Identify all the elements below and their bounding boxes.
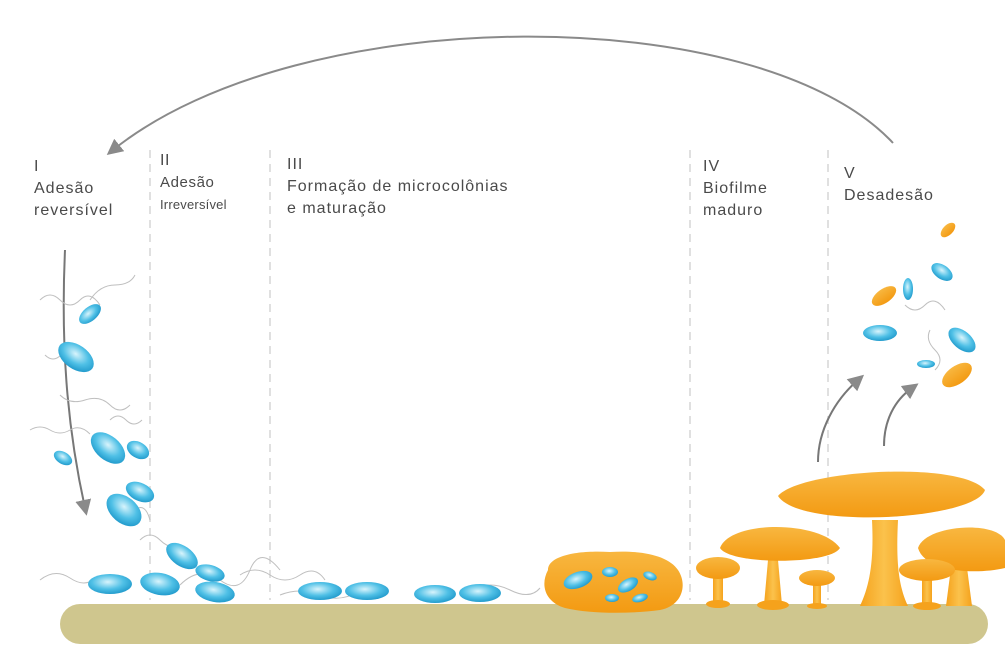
bacterium — [643, 571, 657, 581]
return-arc-arrow — [106, 35, 894, 155]
bacterium — [125, 481, 155, 503]
stage-3-title-line-2: e maturação — [287, 200, 387, 217]
dispersal-biofilm — [778, 471, 1005, 610]
bacterium — [632, 593, 648, 603]
stage-3-numeral: III — [287, 156, 304, 173]
stage-4-label: IV Biofilme maduro — [703, 156, 768, 222]
released-cells — [863, 222, 976, 388]
stage-4-title-line-1: Biofilme — [703, 180, 768, 197]
bacterium — [79, 304, 101, 324]
mature-biofilm — [696, 527, 840, 610]
attachment-arrow — [62, 249, 92, 516]
mushroom-cap — [720, 527, 840, 561]
bacterium — [88, 574, 132, 594]
mushroom-cap — [799, 570, 835, 586]
bacterium — [414, 585, 456, 603]
stage-4-title-line-2: maduro — [703, 202, 764, 219]
bacterium — [940, 222, 956, 238]
stage-2-numeral: II — [160, 152, 171, 169]
stage-1-bacteria — [53, 304, 155, 527]
bacterium — [345, 582, 389, 600]
stage-2-label: II Adesão Irreversível — [160, 150, 227, 216]
bacterium — [90, 432, 126, 464]
stage-4-numeral: IV — [703, 158, 721, 175]
bacterium — [53, 450, 73, 466]
stage-2-title-line-2: Irreversível — [160, 197, 227, 212]
mushroom-cap — [696, 557, 740, 579]
bacterium — [917, 360, 935, 368]
stage-5-numeral: V — [844, 165, 856, 182]
stage-dividers — [149, 150, 829, 600]
bacterium — [931, 263, 953, 281]
attached-bacteria — [88, 542, 501, 603]
stage-3-label: III Formação de microcolônias e maturaçã… — [287, 154, 509, 220]
microcolony — [544, 551, 683, 613]
bacterium — [195, 564, 225, 582]
flagella — [29, 274, 946, 599]
bacterium — [140, 572, 180, 596]
bacterium — [948, 327, 976, 353]
bacterium — [459, 584, 501, 602]
bacterium — [563, 570, 593, 590]
bacterium — [126, 440, 150, 460]
stage-2-title-line-1: Adesão — [160, 174, 215, 191]
bacterium — [602, 567, 618, 577]
bacterium — [298, 582, 342, 600]
microcolony-matrix — [544, 551, 683, 613]
bacterium — [871, 286, 897, 306]
bacterium — [863, 325, 897, 341]
bacterium — [942, 362, 972, 388]
bacterium — [605, 594, 619, 602]
stage-1-label: I Adesão reversível — [34, 156, 113, 222]
stage-1-numeral: I — [34, 158, 40, 175]
mushroom-cap — [899, 559, 955, 581]
bacterium — [58, 341, 94, 373]
bacterium — [166, 542, 198, 570]
bacterium — [618, 577, 638, 593]
dispersal-arrow — [817, 374, 865, 463]
stage-1-title-line-1: Adesão — [34, 180, 95, 197]
bacterium — [903, 278, 913, 300]
dispersal-arrow — [883, 383, 919, 447]
bacterium — [106, 493, 142, 527]
mushroom-cap — [778, 471, 985, 518]
substrate-surface — [60, 604, 988, 644]
stage-5-label: V Desadesão — [844, 163, 934, 207]
stage-5-title-line-1: Desadesão — [844, 187, 934, 204]
stage-3-title-line-1: Formação de microcolônias — [287, 178, 509, 195]
bacterium — [195, 581, 235, 603]
stage-1-title-line-2: reversível — [34, 202, 114, 219]
